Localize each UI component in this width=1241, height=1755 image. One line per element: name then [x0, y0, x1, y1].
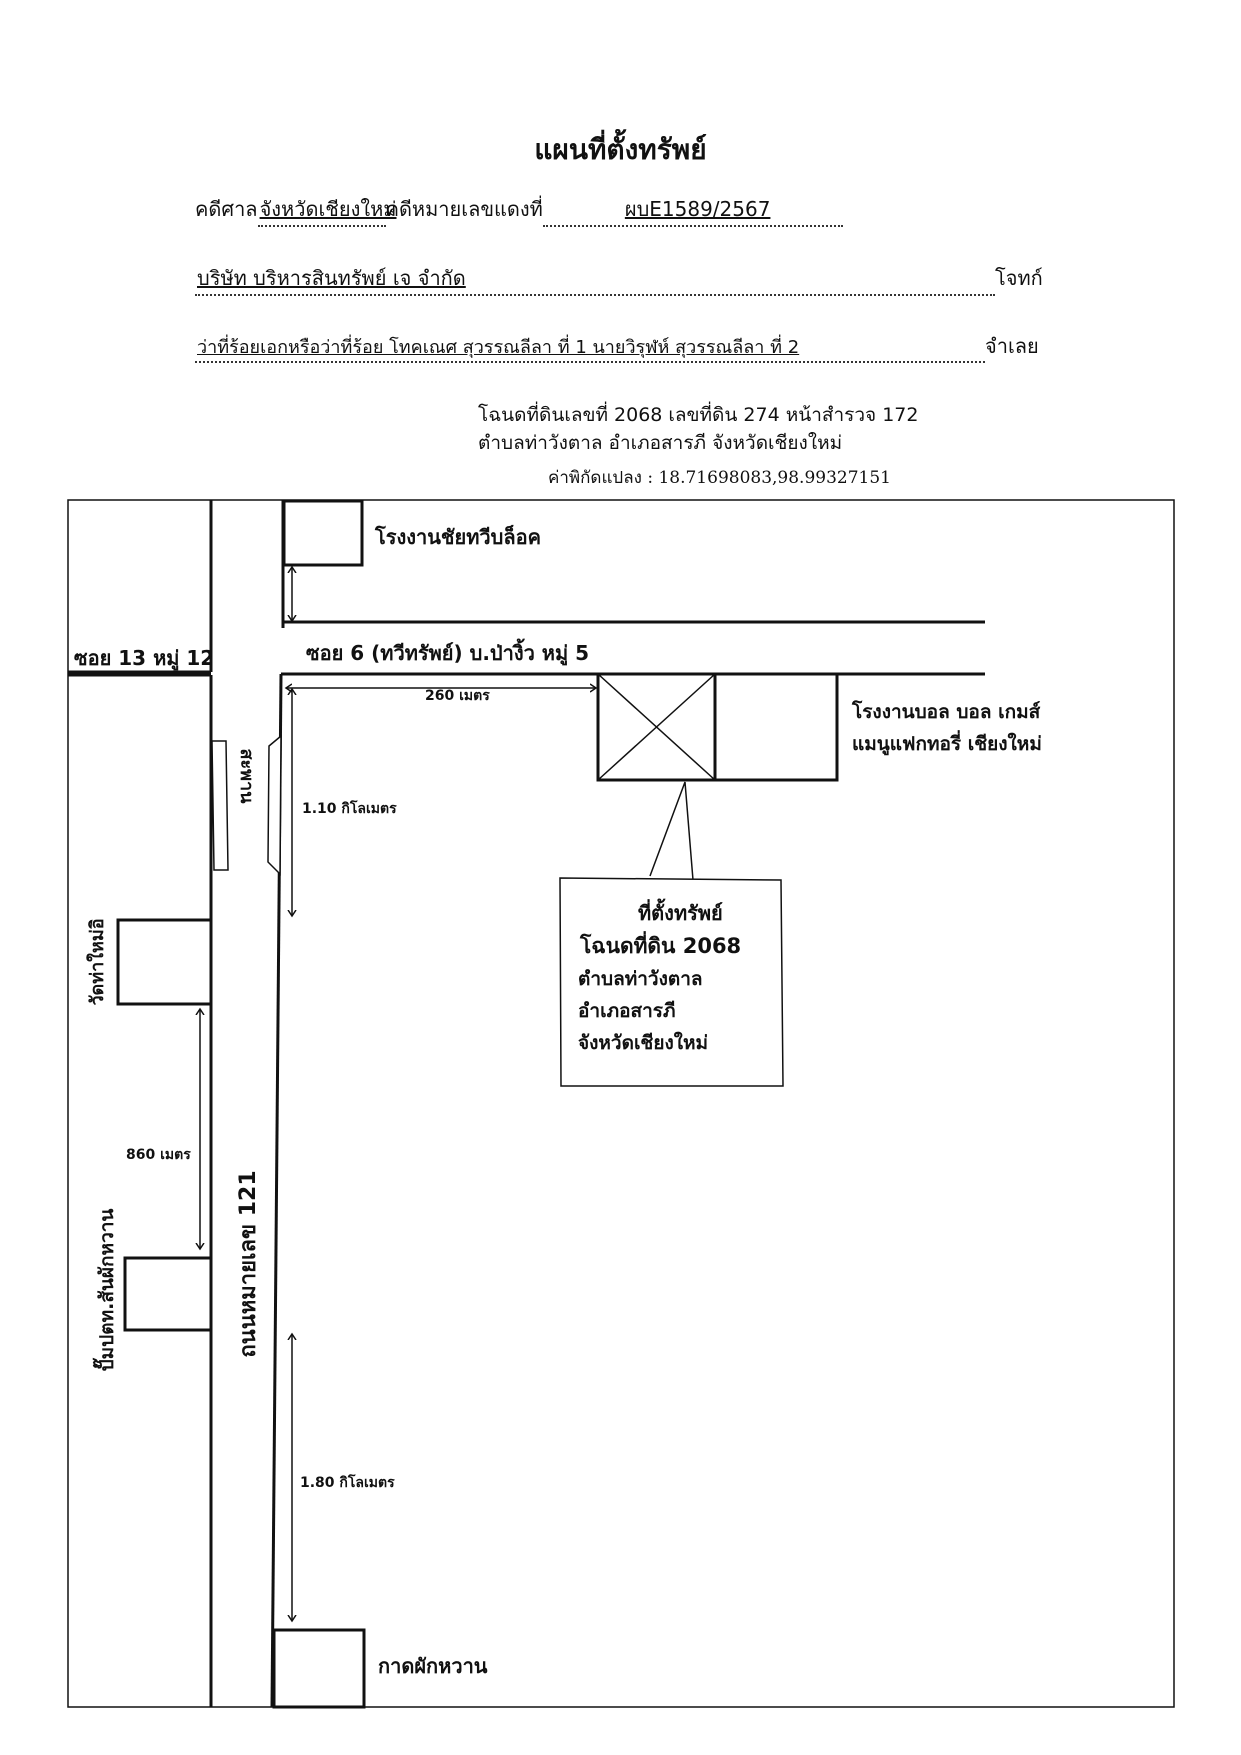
court-case-row: คดีศาลจังหวัดเชียงใหม่คดีหมายเลขแดงที่ผบ…: [195, 193, 1055, 227]
callout-line-2: โฉนดที่ดิน 2068: [579, 930, 741, 958]
distance-180-label: 1.80 กิโลเมตร: [300, 1473, 395, 1491]
distance-260-label: 260 เมตร: [425, 688, 490, 704]
plaintiff-value: บริษัท บริหารสินทรัพย์ เจ จำกัด: [195, 262, 995, 296]
callout-line-1: ที่ตั้งทรัพย์: [638, 898, 723, 925]
defendant-row: ว่าที่ร้อยเอกหรือว่าที่ร้อย โทคเณศ สุวรร…: [195, 330, 1055, 363]
market-label: กาดผักหวาน: [378, 1654, 488, 1678]
callout-line-4: อำเภอสารภี: [578, 1000, 676, 1022]
factory-top-label: โรงงานชัยทวีบล็อค: [374, 524, 541, 549]
bridge-left-side: [211, 740, 229, 871]
gas-station-box: [123, 1256, 213, 1332]
factory-right-label-2: แมนูแฟกทอรี่ เชียงใหม่: [852, 730, 1042, 756]
defendant-label: จำเลย: [985, 334, 1039, 358]
defendant-value: ว่าที่ร้อยเอกหรือว่าที่ร้อย โทคเณศ สุวรร…: [195, 332, 985, 363]
factory-right-label-1: โรงงานบอล บอล เกมส์: [851, 700, 1041, 723]
soi6-label: ซอย 6 (ทวีทรัพย์) บ.ป่างิ้ว หมู่ 5: [306, 638, 589, 667]
map-frame: [67, 499, 1175, 1708]
temple-box: [116, 918, 213, 1006]
plaintiff-row: บริษัท บริหารสินทรัพย์ เจ จำกัดโจทก์: [195, 262, 1055, 296]
distance-860-label: 860 เมตร: [126, 1147, 191, 1163]
callout-line-5: จังหวัดเชียงใหม่: [578, 1031, 708, 1054]
bridge-label: สะพาน: [236, 749, 257, 805]
case-label: คดีหมายเลขแดงที่: [385, 197, 543, 221]
deed-line-2: ตำบลท่าวังตาล อำเภอสารภี จังหวัดเชียงใหม…: [478, 432, 843, 454]
coordinates: ค่าพิกัดแปลง : 18.71698083,98.99327151: [548, 468, 891, 488]
court-value: จังหวัดเชียงใหม่: [257, 193, 396, 227]
deed-line-1: โฉนดที่ดินเลขที่ 2068 เลขที่ดิน 274 หน้า…: [478, 404, 919, 426]
gas-station-label: ปั๊มปตท.สันผักหวาน: [92, 1209, 118, 1372]
property-cross-line-2: [597, 673, 716, 781]
court-label: คดีศาล: [195, 197, 258, 221]
factory-top-box: [282, 499, 364, 567]
distance-110-label: 1.10 กิโลเมตร: [302, 799, 397, 817]
plaintiff-label: โจทก์: [995, 266, 1043, 290]
callout-box: [559, 877, 784, 1087]
factory-right-box: [713, 672, 839, 782]
bridge-right-side: [267, 734, 282, 876]
callout-line-3: ตำบลท่าวังตาล: [578, 968, 703, 990]
page-title: แผนที่ตั้งทรัพย์: [534, 133, 707, 166]
callout-pointer: [649, 781, 694, 881]
soi13-label: ซอย 13 หมู่ 12: [74, 646, 214, 672]
highway-label: ถนนหมายเลข 121: [236, 1170, 261, 1357]
temple-label: วัดท่าใหม่อิ: [86, 918, 108, 1005]
case-value: ผบE1589/2567: [542, 193, 843, 227]
market-box: [272, 1628, 366, 1709]
